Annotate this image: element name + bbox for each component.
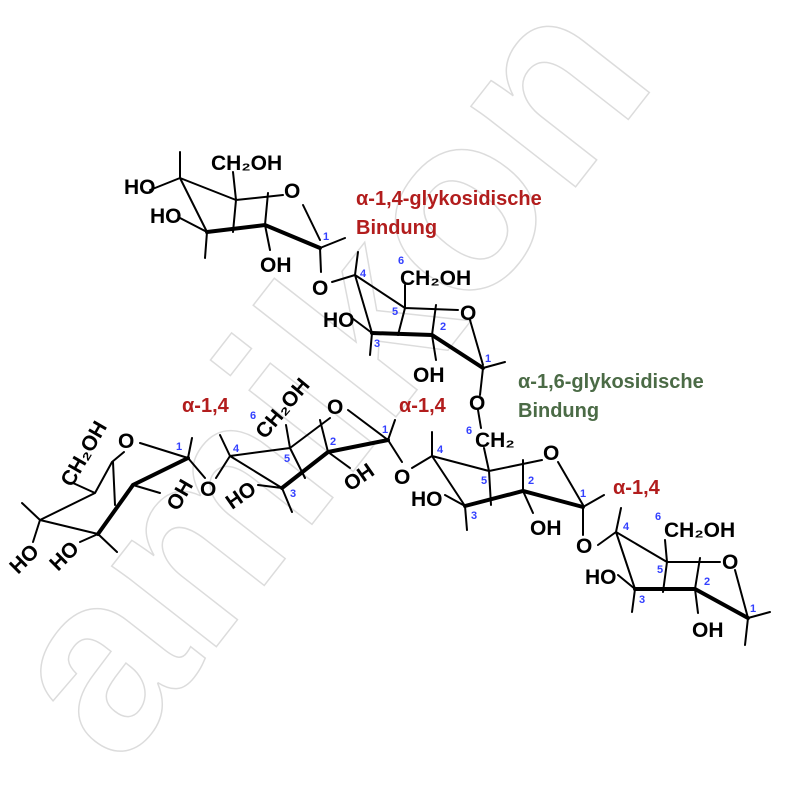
carbon-number: 4: [623, 521, 630, 533]
carbon-number: 2: [330, 436, 336, 448]
alpha-1-6-bond-label-line2: Bindung: [518, 400, 599, 422]
carbon-number: 4: [437, 444, 444, 456]
alpha-1-6-bond-label: α-1,6-glykosidische: [518, 371, 704, 393]
ring-oxygen-label: O: [460, 302, 476, 325]
ring-oxygen-label: O: [543, 442, 559, 465]
glucose-ring-top-middle: 4 6 5 2 3 1 CH₂OH O HO OH O: [323, 251, 506, 429]
carbon-number: 1: [382, 424, 388, 436]
carbon-number: 3: [639, 594, 645, 606]
hydroxyl-label: HO: [124, 176, 156, 199]
ch2-label: CH₂: [475, 429, 515, 452]
carbon-number: 6: [398, 255, 404, 267]
alpha-1-4-short-label: α-1,4: [399, 395, 447, 417]
carbon-number: 2: [704, 576, 710, 588]
ring-oxygen-label: O: [118, 430, 134, 453]
carbon-number: 1: [485, 353, 491, 365]
carbon-number: 6: [250, 410, 256, 422]
hydroxyl-label: HO: [323, 309, 355, 332]
glucose-ring-bottom-right: CH₂OH 6 4 5 2 3 1 O HO OH: [585, 507, 771, 646]
ch2oh-label: CH₂OH: [211, 152, 282, 175]
carbon-number: 5: [481, 475, 487, 487]
ring-oxygen-label: O: [284, 180, 300, 203]
carbon-number: 2: [528, 475, 534, 487]
carbon-number: 3: [290, 488, 296, 500]
glycosidic-oxygen-label: O: [394, 466, 410, 489]
carbon-number: 2: [440, 321, 446, 333]
glycosidic-oxygen-label: O: [312, 277, 328, 300]
carbon-number: 5: [392, 306, 398, 318]
carbon-number: 3: [471, 510, 477, 522]
carbon-number: 1: [750, 603, 756, 615]
glucose-ring-top-left: HO CH₂OH HO O OH 1 O: [124, 151, 346, 300]
hydroxyl-label: HO: [411, 488, 443, 511]
glycosidic-oxygen-label: O: [576, 535, 592, 558]
carbon-number: 5: [657, 564, 663, 576]
carbon-number: 6: [466, 425, 472, 437]
alpha-1-4-bond-label: α-1,4-glykosidische: [356, 188, 542, 210]
hydroxyl-label: OH: [413, 364, 445, 387]
carbon-number: 5: [284, 453, 290, 465]
hydroxyl-label: HO: [150, 205, 182, 228]
ring-oxygen-label: O: [722, 551, 738, 574]
hydroxyl-label: OH: [530, 517, 562, 540]
alpha-1-4-bond-label-line2: Bindung: [356, 217, 437, 239]
glycosidic-oxygen-label: O: [200, 478, 216, 501]
carbon-number: 1: [176, 441, 182, 453]
carbon-number: 6: [655, 511, 661, 523]
hydroxyl-label: HO: [585, 566, 617, 589]
carbon-number: 4: [360, 268, 367, 280]
carbon-number: 1: [323, 231, 329, 243]
alpha-1-4-short-label: α-1,4: [182, 395, 230, 417]
carbon-number: 4: [233, 443, 240, 455]
carbon-number: 1: [580, 488, 586, 500]
ch2oh-label: CH₂OH: [400, 267, 471, 290]
ring-oxygen-label: O: [327, 396, 343, 419]
ch2oh-label: CH₂OH: [664, 519, 735, 542]
alpha-1-4-short-label: α-1,4: [613, 477, 661, 499]
hydroxyl-label: OH: [260, 254, 292, 277]
hydroxyl-label: OH: [692, 619, 724, 642]
glucose-ring-middle-right: CH₂ 6 4 5 2 3 1 O HO OH O: [411, 425, 605, 558]
glycosidic-oxygen-label: O: [469, 392, 485, 415]
carbon-number: 3: [374, 338, 380, 350]
